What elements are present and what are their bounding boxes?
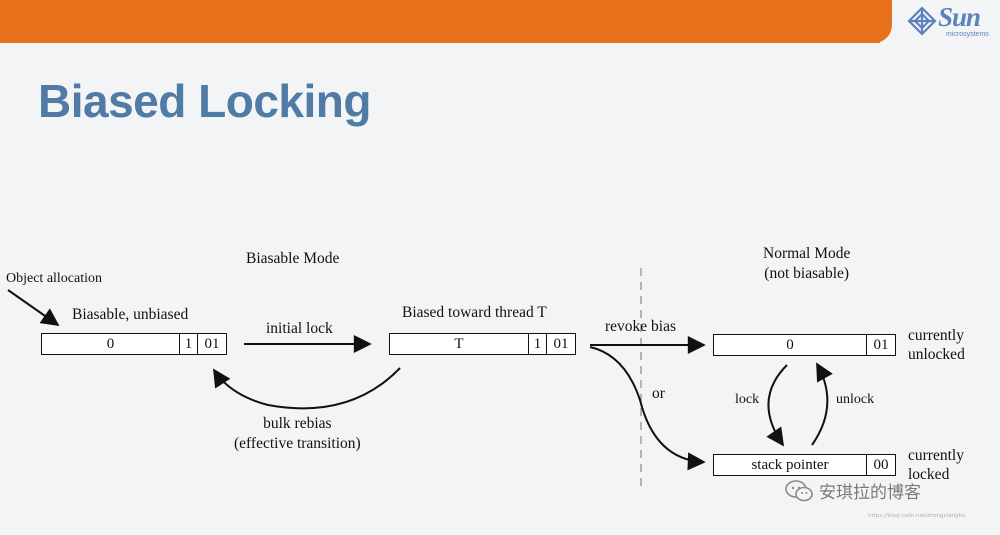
bulk-rebias-arrow — [213, 367, 401, 410]
lock-bits-cell: 01 — [204, 335, 220, 352]
lock-bits-cell: 00 — [873, 456, 889, 473]
header-bar — [0, 0, 880, 43]
bias-bit-cell: 1 — [180, 334, 198, 354]
lock-bits-cell: 01 — [553, 335, 569, 352]
currently-unlocked-line1: currently — [908, 327, 964, 344]
lock-arrow — [766, 364, 788, 447]
revoke-to-locked-arrow — [589, 346, 706, 471]
biasable-unbiased-box: 0 1 01 — [41, 333, 227, 355]
lock-label: lock — [735, 392, 760, 407]
sun-logo-icon — [907, 6, 937, 36]
object-allocation-arrow — [7, 289, 60, 327]
wechat-icon — [785, 479, 813, 501]
unlocked-box: 0 01 — [713, 334, 896, 356]
header-bar-cap — [868, 0, 892, 43]
normal-mode-line2: (not biasable) — [764, 265, 850, 282]
watermark: 安琪拉的博客 — [785, 478, 921, 503]
object-allocation-label: Object allocation — [6, 271, 103, 286]
thread-id-cell: T — [390, 334, 529, 354]
currently-locked-label: currently locked — [908, 446, 964, 484]
revoke-bias-label: revoke bias — [605, 318, 677, 335]
bias-bit-cell: 1 — [529, 334, 547, 354]
or-label: or — [652, 385, 665, 402]
lock-bits-cell: 01 — [873, 336, 889, 353]
header-field-cell: 0 — [714, 335, 867, 355]
normal-mode-label: Normal Mode (not biasable) — [763, 244, 850, 284]
normal-mode-line1: Normal Mode — [763, 245, 851, 262]
logo-subtitle: microsystems — [946, 31, 989, 38]
currently-locked-line2: locked — [908, 466, 950, 483]
biased-toward-thread-box: T 1 01 — [389, 333, 576, 355]
watermark-text: 安琪拉的博客 — [819, 483, 921, 503]
currently-locked-line1: currently — [908, 447, 964, 464]
biasable-unbiased-label: Biasable, unbiased — [72, 306, 189, 323]
bulk-rebias-line1: bulk rebias — [263, 415, 332, 432]
sun-logo: Sun microsystems — [905, 2, 995, 42]
logo-wordmark: Sun — [938, 2, 981, 32]
stack-pointer-cell: stack pointer — [714, 455, 867, 475]
bulk-rebias-label: bulk rebias (effective transition) — [234, 414, 361, 454]
initial-lock-label: initial lock — [266, 320, 333, 337]
biasable-mode-label: Biasable Mode — [246, 250, 340, 267]
unlock-label: unlock — [836, 392, 875, 407]
watermark-url: https://blog.csdn.net/zhongxiangbo — [868, 513, 966, 519]
biased-toward-label: Biased toward thread T — [402, 304, 547, 321]
currently-unlocked-line2: unlocked — [908, 346, 965, 363]
page-title: Biased Locking — [38, 75, 371, 127]
bulk-rebias-line2: (effective transition) — [234, 435, 361, 452]
unlock-arrow — [811, 362, 833, 446]
currently-unlocked-label: currently unlocked — [908, 326, 965, 364]
header-field-cell: 0 — [42, 334, 180, 354]
locked-box: stack pointer 00 — [713, 454, 896, 476]
